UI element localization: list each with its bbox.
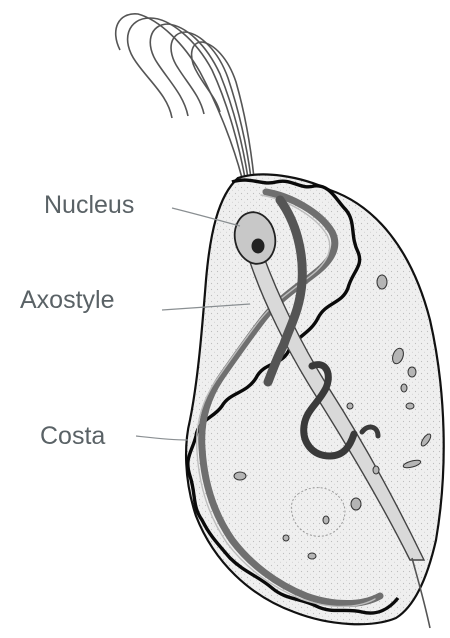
vacuole (401, 384, 407, 392)
flagellum-3 (171, 32, 251, 178)
vacuole (373, 466, 379, 474)
vacuole (406, 403, 414, 409)
vacuole (323, 516, 329, 524)
vacuole (234, 472, 246, 480)
vacuole (351, 498, 361, 510)
label-costa: Costa (40, 424, 105, 449)
vacuole (283, 535, 289, 541)
label-axostyle: Axostyle (20, 288, 114, 313)
vacuole (308, 553, 316, 559)
nucleolus (252, 239, 265, 254)
leader-line-costa (136, 436, 188, 440)
label-nucleus: Nucleus (44, 193, 134, 218)
vacuole (377, 275, 387, 289)
flagellum-1 (128, 18, 245, 178)
vacuole (408, 367, 416, 377)
vacuole (347, 403, 353, 409)
flagella (116, 14, 254, 178)
